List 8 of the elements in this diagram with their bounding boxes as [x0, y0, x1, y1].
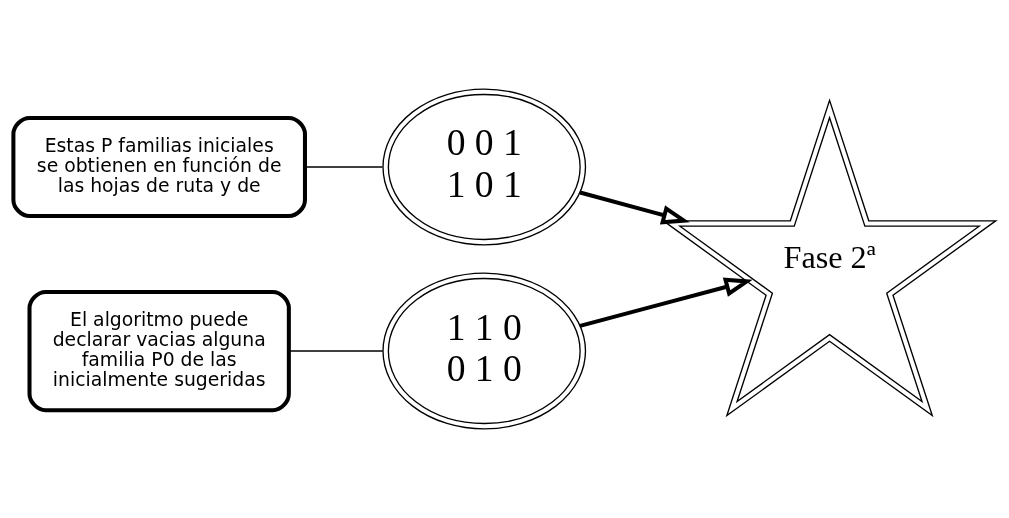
arrow	[579, 277, 753, 328]
node-box: Estas P familias iniciales se obtienen en función de las hojas de ruta y de	[11, 115, 307, 218]
node-ellipse: 1 1 0 0 1 0	[382, 272, 587, 430]
connector	[304, 166, 384, 168]
node-box: El algoritmo puede declarar vacias alguna familia P0 de las inicialmente sugeridas	[27, 289, 291, 413]
node-ellipse: 0 0 1 1 0 1	[382, 88, 587, 246]
connector	[288, 350, 384, 352]
arrow	[579, 190, 690, 225]
